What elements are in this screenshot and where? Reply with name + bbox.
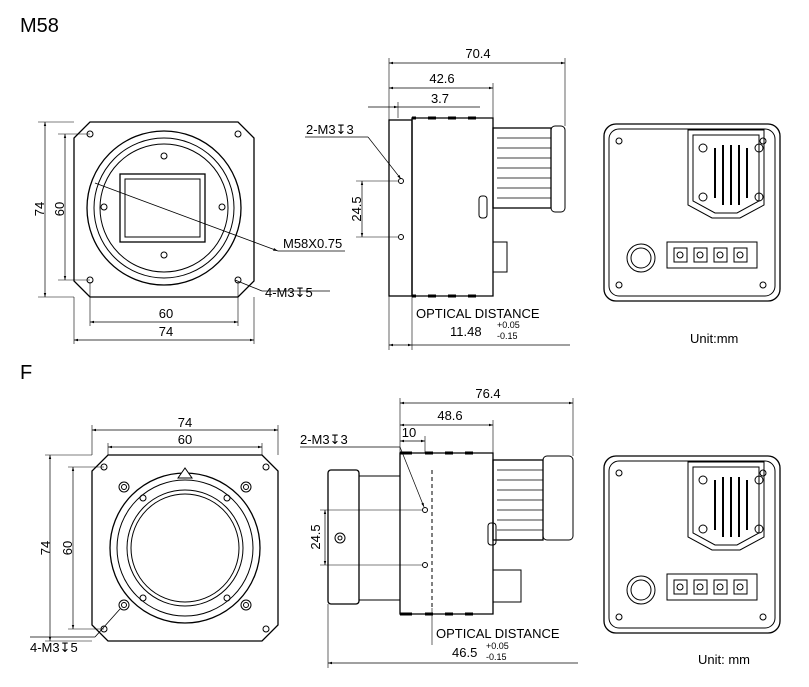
m58-side-holes: 2-M3↧3 — [306, 122, 354, 137]
f-side-total: 76.4 — [475, 386, 500, 401]
f-side-body: 48.6 — [437, 408, 462, 423]
m58-optical-label: OPTICAL DISTANCE — [416, 306, 540, 321]
m58-side-body: 42.6 — [429, 71, 454, 86]
f-front-height-outer: 74 — [38, 541, 53, 555]
f-front-width-outer: 74 — [178, 415, 192, 430]
m58-side-view — [305, 58, 570, 350]
m58-front-height-outer: 74 — [32, 202, 47, 216]
f-optical-label: OPTICAL DISTANCE — [436, 626, 560, 641]
m58-front-width-outer: 74 — [159, 324, 173, 339]
m58-side-hole-spacing: 24.5 — [349, 196, 364, 221]
m58-optical-value: 11.48 — [450, 324, 482, 339]
section-title-m58: M58 — [20, 15, 59, 37]
m58-front-height-inner: 60 — [52, 202, 67, 216]
m58-unit-label: Unit:mm — [690, 331, 738, 346]
section-title-f: F — [20, 362, 32, 384]
f-tol-plus: +0.05 — [486, 641, 509, 651]
f-optical-value: 46.5 — [452, 645, 477, 660]
m58-tol-minus: -0.15 — [497, 331, 518, 341]
f-front-view — [30, 425, 279, 642]
f-tol-minus: -0.15 — [486, 652, 507, 662]
f-side-view — [300, 398, 578, 668]
m58-front-width-inner: 60 — [159, 306, 173, 321]
f-corner-holes: 4-M3↧5 — [30, 640, 78, 655]
m58-side-total: 70.4 — [465, 46, 490, 61]
m58-front-view — [38, 121, 345, 344]
f-side-holes: 2-M3↧3 — [300, 432, 348, 447]
f-rear-view — [603, 455, 781, 634]
m58-tol-plus: +0.05 — [497, 320, 520, 330]
f-front-height-inner: 60 — [60, 541, 75, 555]
m58-mount-thread: M58X0.75 — [283, 236, 342, 251]
m58-corner-holes: 4-M3↧5 — [265, 285, 313, 300]
m58-rear-view — [603, 123, 781, 302]
m58-side-offset: 3.7 — [431, 91, 449, 106]
f-side-hole-spacing: 24.5 — [308, 524, 323, 549]
f-front-width-inner: 60 — [178, 432, 192, 447]
f-unit-label: Unit: mm — [698, 652, 750, 667]
f-side-offset: 10 — [402, 425, 416, 440]
